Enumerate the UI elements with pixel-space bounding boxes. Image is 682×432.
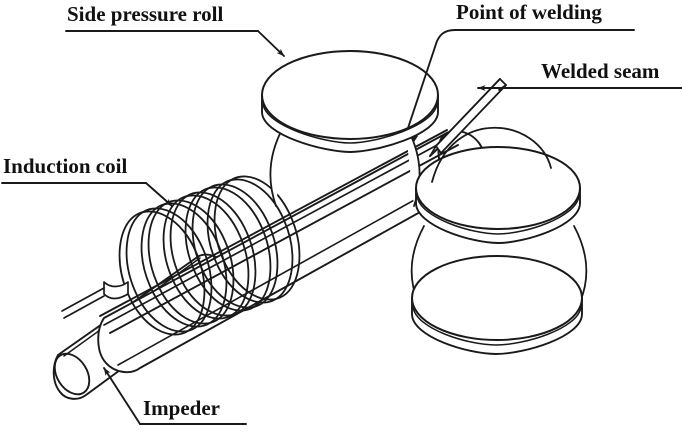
- leader-impeder: [103, 367, 247, 425]
- label-impeder: Impeder: [143, 396, 220, 420]
- label-point-of-welding: Point of welding: [456, 0, 602, 24]
- label-induction-coil: Induction coil: [3, 154, 128, 178]
- leader-point-of-welding: [407, 29, 635, 129]
- label-side-pressure-roll: Side pressure roll: [67, 2, 224, 26]
- induction-coil: [61, 175, 301, 336]
- side-pressure-roll-right: [410, 127, 588, 355]
- label-welded-seam: Welded seam: [541, 59, 660, 83]
- side-pressure-roll-left: [261, 50, 439, 207]
- leader-induction-coil: [1, 182, 173, 207]
- leader-side-pressure-roll: [65, 30, 285, 57]
